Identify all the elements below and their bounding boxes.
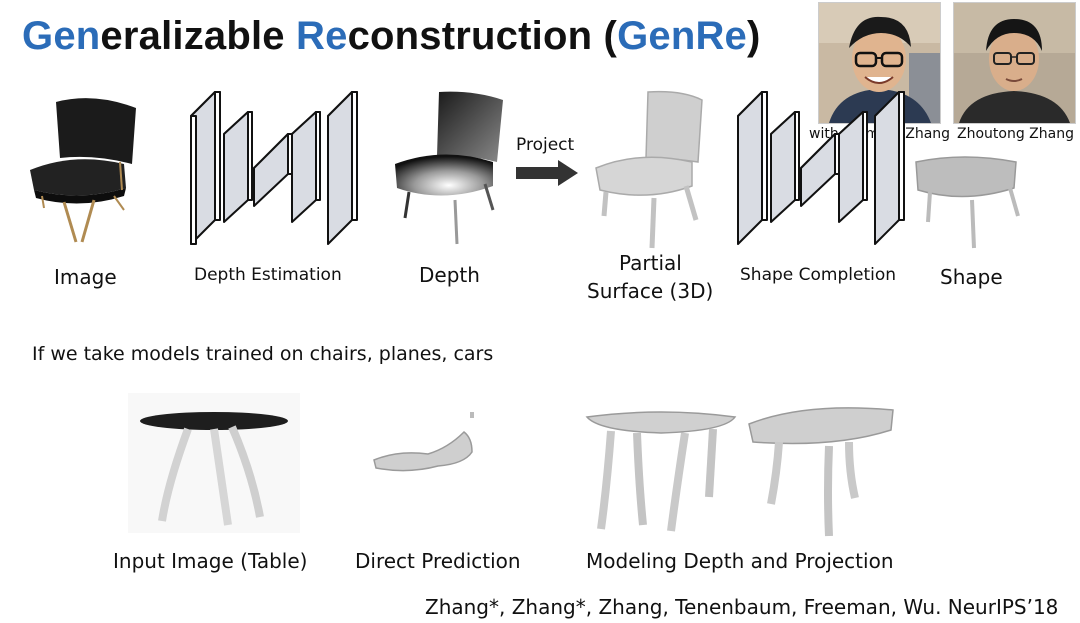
project-label: Project (516, 135, 575, 155)
depth-label: Depth (419, 263, 480, 287)
author-caption-zhoutong: Zhoutong Zhang (957, 126, 1074, 142)
author-photo-xiuming (818, 2, 941, 124)
input-image-label: Input Image (Table) (113, 549, 308, 573)
project-arrow-icon (514, 158, 580, 188)
direct-prediction-label: Direct Prediction (355, 549, 521, 573)
slide-title: Generalizable Reconstruction (GenRe) (22, 14, 761, 59)
input-table-image (128, 393, 300, 533)
shape-completion-label: Shape Completion (740, 265, 897, 285)
title-part-construction: construction ( (347, 14, 618, 58)
author-panel: with Xiuming Zhang Zhoutong Zhang (795, 0, 1080, 152)
modeling-depth-table-2 (745, 402, 895, 542)
modeling-depth-table-1 (585, 405, 737, 535)
shape-completion-network (735, 88, 910, 248)
shape-label: Shape (940, 265, 1003, 289)
title-part-gen: Gen (22, 14, 101, 58)
title-part-re: Re (296, 14, 348, 58)
title-part-eralizable: eralizable (100, 14, 297, 58)
direct-prediction-shape (368, 408, 488, 478)
title-part-genre: GenRe (617, 14, 747, 58)
experiment-sentence: If we take models trained on chairs, pla… (32, 343, 494, 365)
title-part-close: ) (747, 14, 761, 58)
image-label: Image (54, 265, 117, 289)
modeling-depth-label: Modeling Depth and Projection (586, 549, 894, 573)
partial-surface-chair (592, 88, 712, 253)
input-chair-image (24, 92, 146, 247)
partial-surface-label-line2: Surface (3D) (587, 279, 714, 303)
partial-surface-label-line1: Partial (619, 251, 682, 275)
depth-chair-image (393, 88, 503, 248)
completed-shape-chair (912, 152, 1022, 252)
depth-estimation-label: Depth Estimation (194, 265, 342, 285)
author-photo-zhoutong (953, 2, 1076, 124)
citation: Zhang*, Zhang*, Zhang, Tenenbaum, Freema… (425, 595, 1059, 619)
depth-estimation-network (188, 88, 363, 248)
